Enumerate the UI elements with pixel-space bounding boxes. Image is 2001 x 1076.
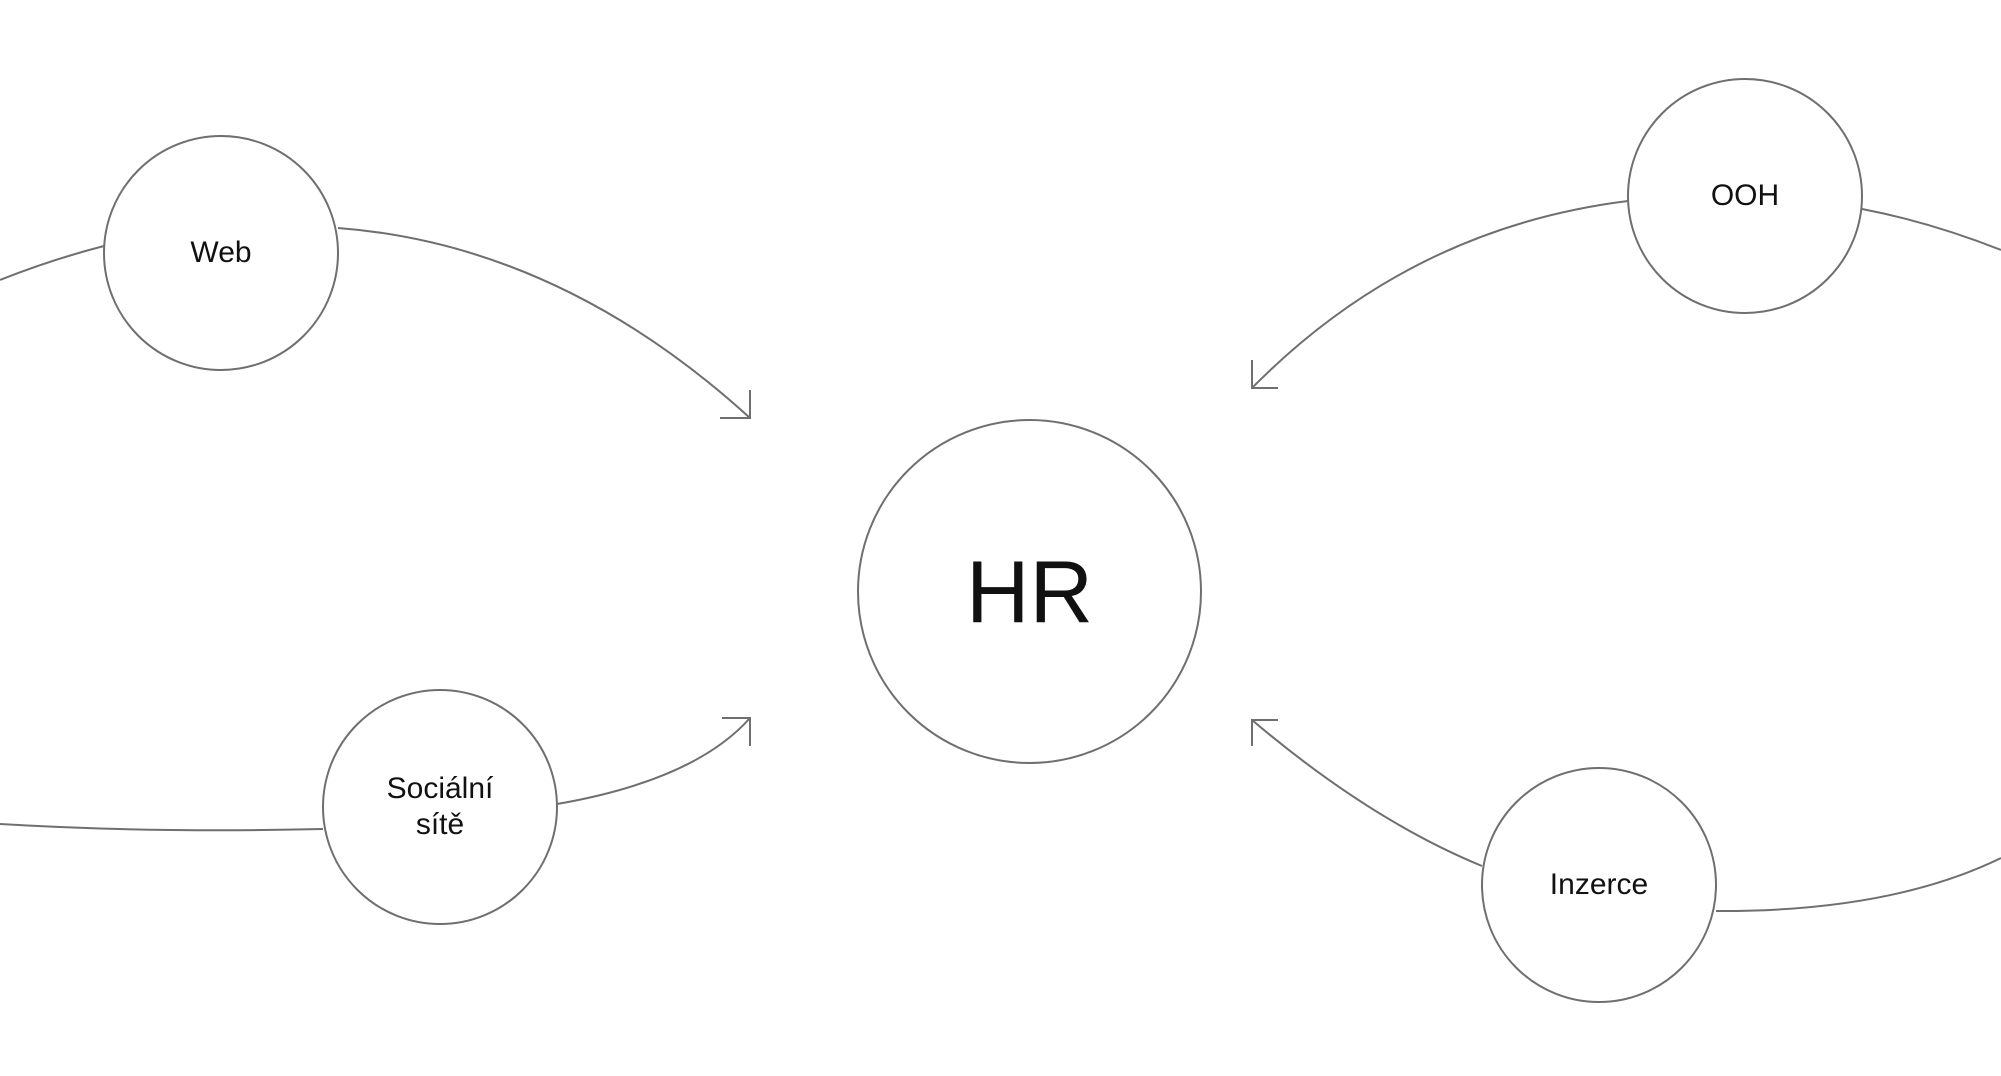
social-networks-node: Sociální sítě [322,689,558,925]
ooh-node-label: OOH [1710,179,1780,212]
arrowhead-ooh [1251,360,1278,389]
arrowhead-inzerce [1251,719,1278,746]
web-node: Web [103,135,339,371]
arrow-social-to-hr [556,717,751,805]
social-networks-node-label: Sociální sítě [386,772,494,841]
hr-node: HR [857,419,1202,764]
arrow-web-to-hr [337,227,751,419]
web-node-label: Web [190,236,252,269]
hr-node-label: HR [965,541,1094,641]
inzerce-node: Inzerce [1481,767,1717,1003]
arrow-ooh-to-hr [1251,200,1629,389]
inzerce-node-label: Inzerce [1549,868,1649,901]
connector-ooh-outgoing [1861,208,2001,251]
arrow-inzerce-to-hr [1251,719,1483,867]
arrowhead-web [720,390,751,419]
arrowhead-social [722,717,751,746]
ooh-node: OOH [1627,78,1863,314]
connector-social-incoming [0,823,324,832]
connector-inzerce-outgoing [1715,857,2001,913]
connector-web-incoming [0,245,105,281]
